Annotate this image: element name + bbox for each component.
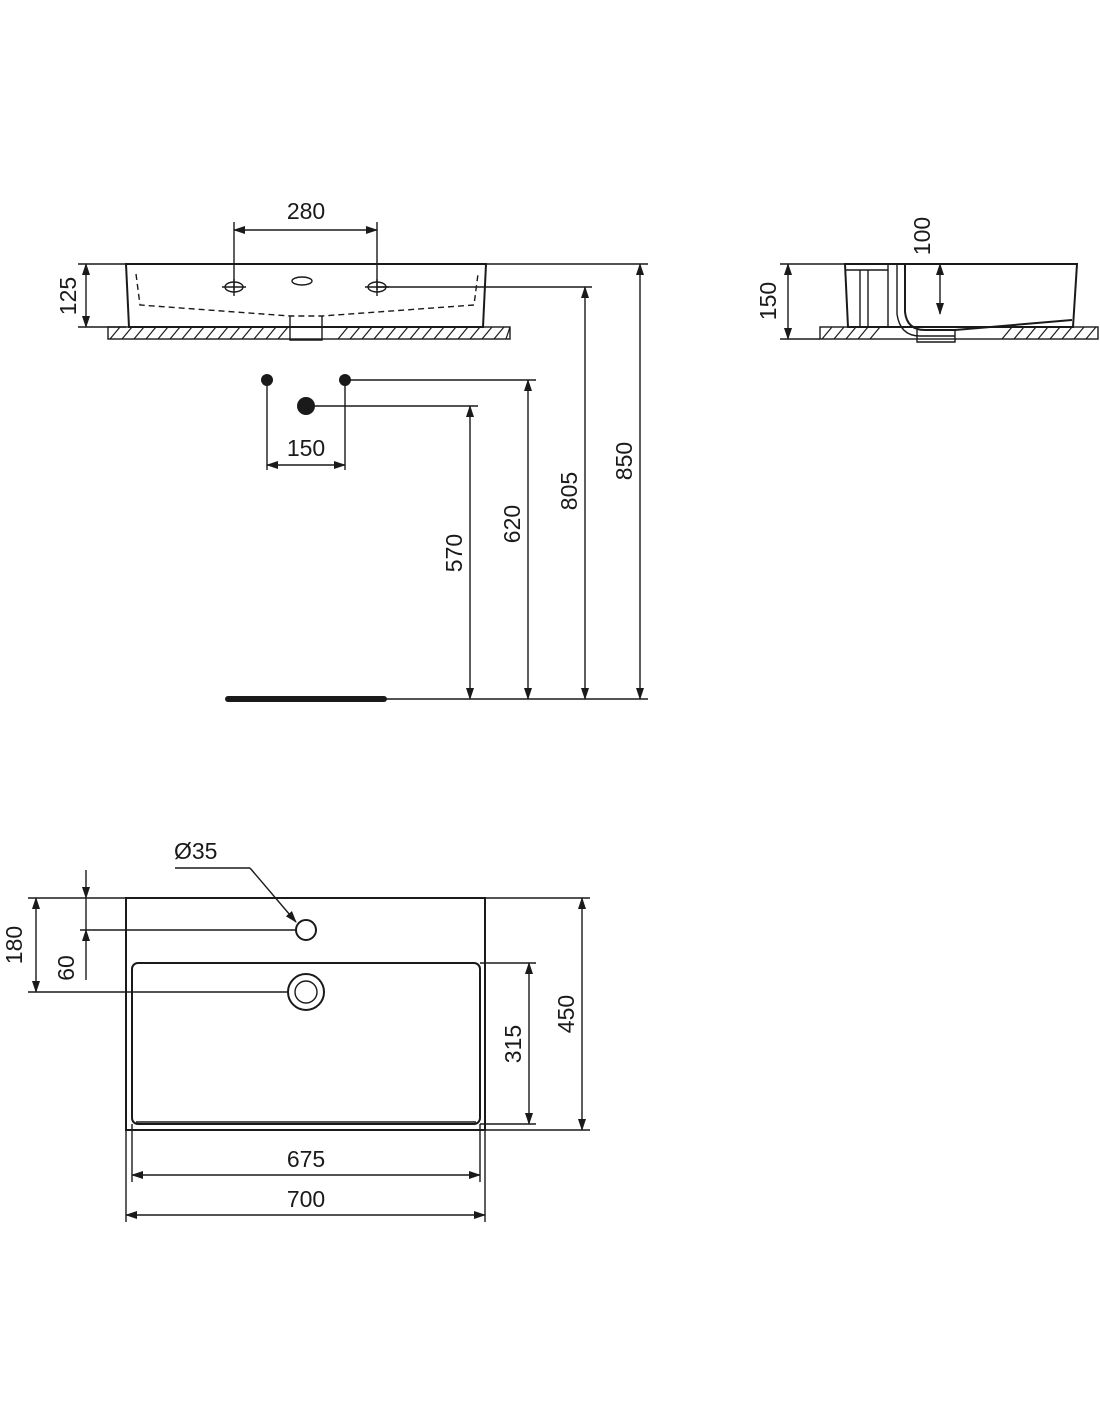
hatch-line [457,326,469,340]
hatch-line [361,326,373,340]
dimension-850-label: 850 [611,442,637,480]
hatch-line [869,326,881,340]
hatch-line [845,326,857,340]
countertop-front [107,326,511,340]
hatch-line [229,326,241,340]
hatch-line [445,326,457,340]
hatch-line [337,326,349,340]
dimension-570-label: 570 [441,534,467,572]
hatch-line [373,326,385,340]
dimension-620: 620 [499,379,532,700]
hatch-line [821,326,833,340]
hatch-line [1061,326,1073,340]
dimension-315-label: 315 [500,1025,526,1063]
tap-deck-side [845,263,889,327]
dimension-60-label: 60 [53,955,79,981]
front-view: 280 125 150 570 [55,198,648,702]
side-view: 100 150 [755,217,1099,343]
hatch-line [109,326,121,340]
dimension-700-label: 700 [287,1186,325,1212]
dimension-100: 100 [909,217,944,315]
dimension-diameter-35-label: Ø35 [174,838,217,864]
basin-side-outline [843,263,1079,328]
hatch-line [833,326,845,340]
hatch-line [205,326,217,340]
hatch-line [409,326,421,340]
dimension-675-label: 675 [287,1146,325,1172]
dimension-150-side: 150 [755,263,845,340]
hatch-line [433,326,445,340]
hatch-line [265,326,277,340]
dimension-700: 700 [125,1186,486,1219]
dimension-diameter-35: Ø35 [174,838,297,923]
hatch-line [193,326,205,340]
hatch-line [397,326,409,340]
dimension-100-label: 100 [909,217,935,255]
hatch-line [241,326,253,340]
hatch-line [217,326,229,340]
hatch-line [857,326,869,340]
hatch-line [1037,326,1049,340]
hatch-line [505,326,511,340]
waste-outlet-front [289,316,323,341]
hatch-line [1013,326,1025,340]
dimension-450: 450 [553,897,586,1131]
tap-hole-top [295,919,317,941]
hatch-line [1085,326,1097,340]
basin-front-hidden-bowl [135,273,479,317]
basin-top-outline [125,897,486,1131]
dimension-850: 850 [611,263,644,700]
hatch-line [421,326,433,340]
dimension-315: 315 [500,962,533,1125]
hatch-line [469,326,481,340]
dimension-280-label: 280 [287,198,325,224]
waste-top [287,973,325,1011]
hatch-line [181,326,193,340]
hatch-line [385,326,397,340]
hatch-line [277,326,289,340]
hatch-line [1001,326,1013,340]
hatch-line [1049,326,1061,340]
dimension-150-side-label: 150 [755,282,781,320]
dimension-150-supply: 150 [266,380,346,470]
dimension-675: 675 [131,1146,481,1179]
bowl-top-outline [131,962,481,1125]
hatch-line [1025,326,1037,340]
hatch-line [253,326,265,340]
hatch-line [133,326,145,340]
basin-front-outline [124,263,488,328]
overflow-slot [291,276,313,286]
bowl-side-inner [896,264,955,337]
dimension-805-label: 805 [556,472,582,510]
dimension-570: 570 [441,405,474,700]
dimension-180: 180 [1,897,40,993]
hatch-line [121,326,133,340]
dimension-60: 60 [53,870,90,981]
hatch-line [493,326,505,340]
hatch-line [1073,326,1085,340]
dimension-180-label: 180 [1,926,27,964]
dimension-805: 805 [556,286,589,700]
waste-outlet-side [916,330,956,343]
hatch-line [349,326,361,340]
hatch-line [157,326,169,340]
hatch-line [145,326,157,340]
hatch-line [481,326,493,340]
dimension-450-label: 450 [553,995,579,1033]
bowl-side-profile [904,264,1073,331]
dimension-125-label: 125 [55,277,81,315]
dimension-280: 280 [233,198,378,290]
dimension-150-supply-label: 150 [287,435,325,461]
dimension-125: 125 [55,263,126,328]
top-view: Ø35 180 60 315 450 [1,838,590,1222]
hatch-line [169,326,181,340]
dimension-620-label: 620 [499,505,525,543]
